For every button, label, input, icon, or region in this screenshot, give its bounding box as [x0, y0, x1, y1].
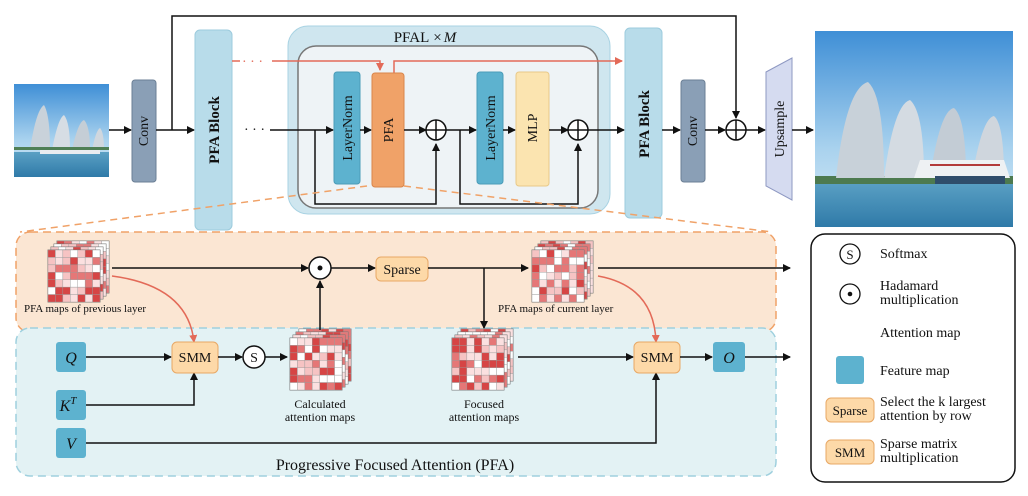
smm-op-2-label: SMM	[641, 351, 674, 366]
v-label: V	[66, 436, 78, 453]
calc-label-1: Calculated	[294, 397, 345, 411]
circled-plus-icon	[567, 119, 589, 141]
legend-smm-desc-1: Sparse matrix	[880, 437, 957, 452]
legend-softmax-text: Softmax	[880, 247, 927, 262]
pfa-op-label: PFA	[382, 117, 397, 143]
black-dots: · · ·	[244, 123, 265, 138]
red-arrow-out-pfa	[393, 57, 623, 73]
output-image	[815, 31, 1013, 227]
legend-sparse-desc-2: attention by row	[880, 409, 973, 424]
pfal-title: PFAL×M	[394, 30, 458, 46]
svg-text:S: S	[846, 247, 853, 262]
v-feature	[56, 428, 86, 458]
pfa-block-2	[624, 27, 663, 219]
conv-block-1	[131, 79, 157, 183]
upsample-block	[765, 57, 793, 201]
layernorm-1	[333, 71, 361, 185]
arrow-k-to-smm	[86, 372, 198, 406]
residual-1	[314, 130, 440, 205]
legend-smm-desc-2: multiplication	[880, 451, 959, 466]
sparse-op	[375, 256, 429, 282]
input-image	[14, 84, 109, 177]
mlp-label: MLP	[526, 113, 541, 142]
legend-sparse-desc-1: Select the k largest	[880, 395, 986, 410]
legend-smm-badge	[825, 439, 875, 465]
k-label: KT	[59, 395, 78, 415]
legend-sparse-badge-label: Sparse	[833, 403, 868, 418]
pfa-maps-previous	[47, 240, 110, 303]
pfa-block-1	[194, 29, 233, 231]
conv-label-2: Conv	[686, 116, 701, 146]
pfa-block-1-label: PFA Block	[207, 96, 223, 164]
softmax-icon: S	[242, 345, 266, 369]
layernorm-2	[476, 71, 504, 185]
red-arrow-curr-to-smm	[597, 275, 660, 343]
q-feature	[56, 342, 86, 372]
circled-dot-icon	[308, 256, 332, 280]
zoom-line-left	[19, 185, 368, 233]
legend-softmax-icon: S	[839, 243, 861, 265]
legend-sparse-badge	[825, 397, 875, 423]
svg-text:S: S	[250, 351, 258, 366]
zoom-line-right	[403, 185, 773, 233]
circled-plus-icon	[425, 119, 447, 141]
layernorm-1-label: LayerNorm	[341, 95, 356, 160]
circled-plus-icon	[725, 119, 747, 141]
o-feature	[713, 342, 745, 372]
red-arrow-prev-to-smm	[111, 275, 198, 343]
legend-hadamard-text-1: Hadamard	[880, 279, 938, 294]
red-dots: · · ·	[242, 55, 263, 70]
sparse-op-label: Sparse	[383, 263, 420, 278]
legend-hadamard-icon	[839, 283, 861, 305]
smm-op-1-label: SMM	[179, 351, 212, 366]
focused-label-1: Focused	[464, 397, 504, 411]
calculated-attention-maps	[289, 328, 352, 391]
mlp-block	[515, 71, 550, 187]
pfa-title: Progressive Focused Attention (PFA)	[276, 457, 514, 474]
legend-feature-text: Feature map	[880, 364, 950, 379]
upsample-label: Upsample	[773, 101, 788, 158]
conv-label-1: Conv	[137, 116, 152, 146]
pfa-block-2-label: PFA Block	[637, 90, 653, 158]
calc-label-2: attention maps	[285, 410, 356, 424]
arrow-v-to-smm	[86, 372, 660, 444]
o-label: O	[723, 350, 735, 367]
pfa-maps-region	[15, 231, 777, 333]
global-skip-line	[171, 15, 740, 130]
legend-hadamard-text-2: multiplication	[880, 293, 959, 308]
red-arrow-into-pfa	[272, 60, 384, 71]
legend-feature-icon	[836, 356, 864, 384]
k-feature	[56, 390, 86, 420]
conv-block-2	[680, 79, 706, 183]
curr-maps-label: PFA maps of current layer	[498, 303, 614, 315]
focused-attention-maps	[451, 328, 514, 391]
pfa-maps-current	[531, 240, 594, 303]
residual-2	[459, 130, 582, 205]
legend-attention-text: Attention map	[880, 326, 961, 341]
legend-smm-badge-label: SMM	[835, 445, 866, 460]
focused-label-2: attention maps	[449, 410, 520, 424]
prev-maps-label: PFA maps of previous layer	[24, 303, 146, 315]
q-label: Q	[65, 350, 77, 367]
layernorm-2-label: LayerNorm	[484, 95, 499, 160]
